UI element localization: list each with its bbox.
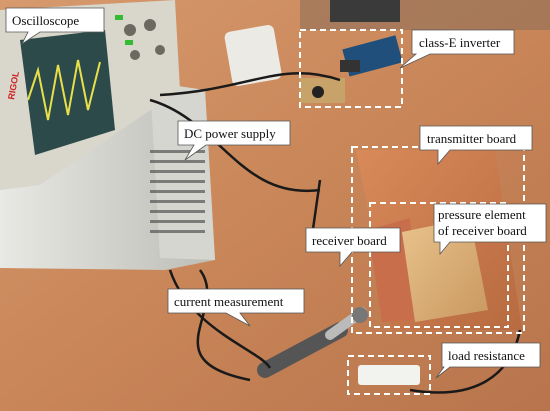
label-dc-power-supply: DC power supply (184, 126, 276, 141)
label-receiver-board: receiver board (312, 233, 387, 248)
scope-screen (20, 30, 115, 155)
class-e-inverter-board (300, 35, 403, 103)
callout-transmitter-board: transmitter board (419, 125, 533, 166)
scope-knobs (115, 15, 165, 60)
callout-dc-power-supply: DC power supply (177, 120, 291, 161)
frame-receiver-board (369, 202, 509, 328)
callout-class-e-inverter: class-E inverter (399, 29, 515, 69)
label-transmitter-board: transmitter board (427, 131, 517, 146)
callout-load-resistance: load resistance (435, 342, 541, 379)
frame-load-resistance (347, 355, 431, 395)
pressure-element-shape (402, 218, 488, 322)
laptop-corner (330, 0, 400, 22)
callout-receiver-board: receiver board (305, 227, 401, 268)
label-pressure-element-line2: of receiver board (438, 223, 527, 238)
label-oscilloscope: Oscilloscope (12, 13, 79, 28)
label-pressure-element-line1: pressure element (438, 207, 526, 222)
frame-class-e-inverter (299, 29, 403, 108)
oscilloscope-device: RIGOL (0, 0, 180, 190)
scope-brand-logo: RIGOL (6, 70, 21, 100)
callout-oscilloscope: Oscilloscope (5, 7, 105, 46)
psu-vents (150, 150, 205, 233)
callout-pressure-element: pressure element of receiver board (433, 203, 547, 256)
callout-current-measurement: current measurement (167, 288, 305, 327)
small-device (224, 25, 282, 86)
load-resistor-shape (358, 365, 420, 385)
scope-trace (27, 59, 101, 121)
label-class-e-inverter: class-E inverter (419, 35, 501, 50)
current-probe (257, 307, 368, 378)
label-load-resistance: load resistance (448, 348, 525, 363)
label-current-measurement: current measurement (174, 294, 284, 309)
